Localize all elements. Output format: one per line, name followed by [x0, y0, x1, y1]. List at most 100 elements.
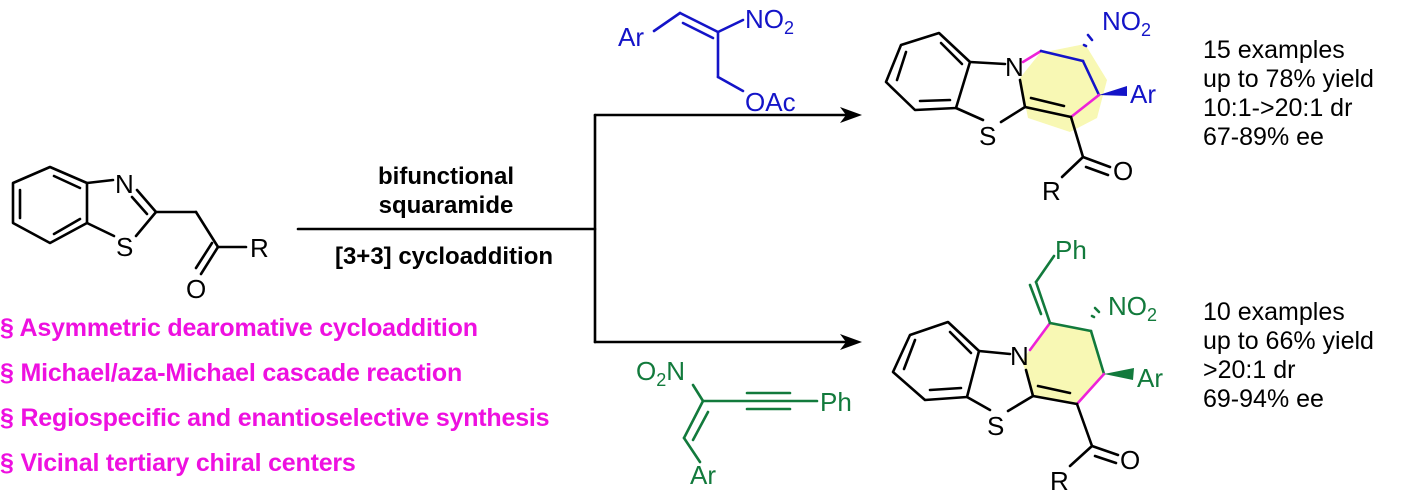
atom-ar: Ar: [618, 22, 644, 52]
bond-c-n: [977, 349, 1012, 356]
bond-n-c: [1018, 78, 1027, 109]
bond-c-o-double: [1084, 165, 1110, 177]
bond-n-c: [691, 383, 705, 403]
hashed-wedge: [1086, 33, 1094, 42]
highlight-item: § Michael/aza-Michael cascade reaction: [0, 359, 463, 387]
bond-c-c-double-inner: [1029, 96, 1066, 108]
highlight-item: § Asymmetric dearomative cycloaddition: [0, 314, 478, 342]
atom-o2n: O2N: [636, 356, 685, 390]
benzene-double-bond: [52, 174, 82, 190]
atom-r: R: [1050, 466, 1069, 490]
arrow-bottom-head: [840, 334, 862, 350]
bond-c-s: [954, 106, 985, 122]
reaction-arrows: [296, 107, 862, 350]
bond-c-no2: [716, 18, 745, 34]
bond-c-s: [965, 395, 992, 412]
atom-oac: OAc: [745, 87, 796, 117]
atom-ar: Ar: [1137, 363, 1163, 393]
bond-c2-s: [134, 210, 158, 238]
stat-dr: >20:1 dr: [1203, 356, 1296, 384]
arrow-top-head: [840, 107, 862, 123]
starting-material: N S R O: [11, 165, 269, 304]
hashed-wedge: [1082, 43, 1088, 48]
solid-wedge: [1104, 368, 1134, 380]
condition-catalyst-line2: squaramide: [379, 192, 514, 219]
bond-c-s: [85, 221, 116, 238]
atom-ar: Ar: [1130, 79, 1156, 109]
atom-o: O: [1113, 156, 1133, 186]
bond-c-ch: [682, 399, 705, 440]
bond-c-c-double: [1031, 394, 1079, 406]
solid-wedge: [1099, 86, 1127, 96]
highlight-item: § Vicinal tertiary chiral centers: [0, 449, 356, 477]
reagent-bottom: O2N Ar Ph: [636, 356, 852, 490]
benzene-double-bond: [895, 50, 908, 82]
atom-s: S: [979, 121, 996, 151]
benzene-ring: [11, 165, 89, 245]
atom-no2: NO2: [1102, 6, 1151, 40]
atom-s: S: [987, 411, 1004, 441]
bond-c-chno2: [1048, 321, 1093, 333]
stat-yield: up to 78% yield: [1203, 65, 1374, 93]
bond-chno2-char: [1089, 329, 1106, 376]
atom-no2: NO2: [745, 4, 794, 38]
bond-c-o: [199, 245, 220, 276]
stat-dr: 10:1->20:1 dr: [1203, 94, 1353, 122]
bond-c-ch-exo: [1034, 280, 1052, 325]
condition-catalyst-line1: bifunctional: [378, 163, 514, 190]
atom-ar: Ar: [690, 460, 716, 490]
bond-ch-c-double: [681, 21, 715, 40]
atom-n: N: [115, 169, 134, 199]
stat-examples: 10 examples: [1203, 298, 1345, 326]
bond-ch-c: [678, 11, 720, 34]
bond-co-r: [1068, 444, 1094, 468]
bond-ch-ph: [1034, 254, 1056, 284]
atom-n: N: [1005, 52, 1024, 82]
benzene-double-bond: [939, 41, 964, 66]
bond-n-c2-double: [130, 195, 149, 216]
bond-s-c: [999, 105, 1027, 124]
atom-o: O: [186, 274, 206, 304]
atom-o: O: [1120, 445, 1140, 475]
stat-examples: 15 examples: [1203, 36, 1345, 64]
product-bottom-stats: 10 examples up to 66% yield >20:1 dr 69-…: [1203, 298, 1374, 414]
bond-c-ch-exo-double: [1028, 283, 1043, 316]
bond-c-co: [1075, 402, 1094, 448]
bond-co-r: [1060, 155, 1085, 179]
bond-chno2-char: [1081, 59, 1101, 97]
bond-c-o-double: [194, 241, 214, 270]
bond-ch-ar: [682, 436, 702, 464]
benzene-double-bond: [948, 330, 973, 355]
bond-char-c-new: [1075, 372, 1106, 406]
bond-c-n: [85, 178, 115, 185]
bond-n-c-new: [1028, 321, 1052, 352]
bond-c-n: [968, 60, 1007, 66]
atom-ph: Ph: [1055, 235, 1087, 265]
bond-char-c-new: [1069, 93, 1101, 119]
new-ring-highlight: [1022, 322, 1104, 404]
benzene-double-bond: [928, 386, 963, 392]
atom-ph: Ph: [820, 387, 852, 417]
product-top: N S NO2 Ar O R: [884, 6, 1156, 206]
benzene-double-bond: [918, 98, 952, 103]
stat-ee: 67-89% ee: [1203, 123, 1324, 151]
bond-c-co: [1069, 115, 1085, 159]
atom-n: N: [1010, 341, 1029, 371]
bond-ch2-chno2: [1039, 49, 1085, 63]
benzene-double-bond: [902, 338, 917, 371]
stat-ee: 69-94% ee: [1203, 385, 1324, 413]
bond-c-o: [1090, 444, 1120, 457]
condition-reaction-type: [3+3] cycloaddition: [335, 243, 553, 270]
bond-ar-ch: [652, 11, 682, 33]
hashed-wedge: [1090, 314, 1096, 319]
atom-r: R: [250, 233, 269, 263]
bond-c-c-double: [1023, 105, 1073, 119]
bond-c-ch-double: [691, 410, 710, 442]
bond-n-c2: [135, 188, 158, 214]
product-top-stats: 15 examples up to 78% yield 10:1->20:1 d…: [1203, 36, 1374, 152]
bond-c-c-double-inner: [1036, 384, 1072, 395]
bond-n-ch2-new: [1021, 49, 1043, 64]
bond-s-c: [1006, 394, 1035, 413]
bond-n-c: [1024, 368, 1035, 398]
